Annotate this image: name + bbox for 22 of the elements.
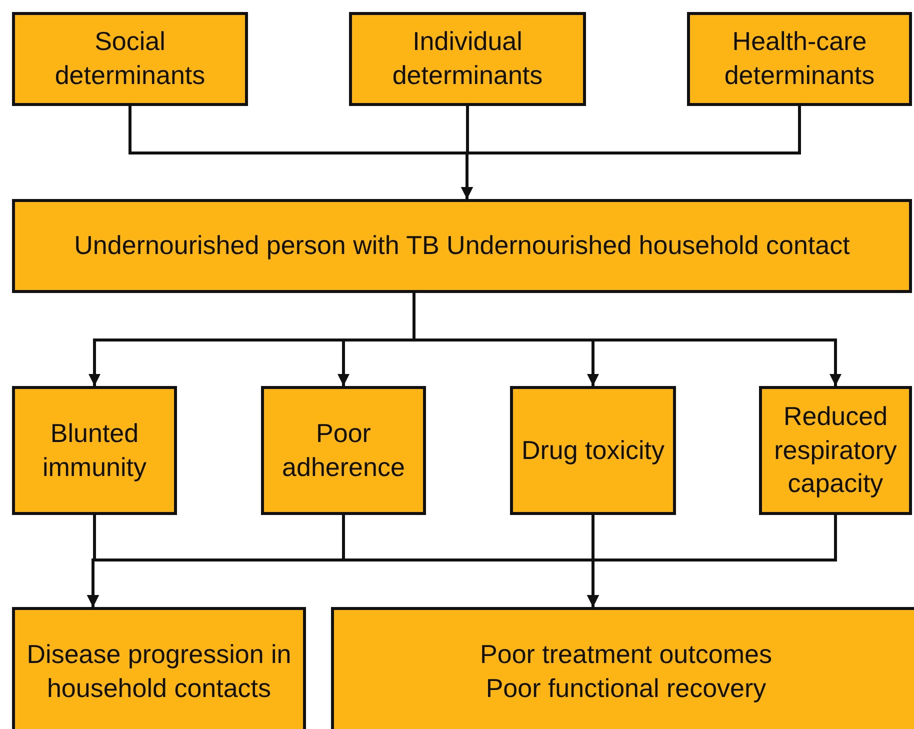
connector-arrow <box>461 106 801 199</box>
box-label: Individual determinants <box>391 25 544 92</box>
box-label: Poor functional recovery <box>486 672 766 705</box>
process-box <box>331 607 914 729</box>
process-box <box>261 386 426 515</box>
process-box <box>12 607 306 729</box>
box-label: Undernourished person with TB Undernourished household contact <box>74 229 850 262</box>
box-label: Poor adherence <box>281 416 406 484</box>
box-label: Social determinants <box>54 25 206 92</box>
process-box <box>759 386 912 515</box>
process-box <box>12 386 177 515</box>
process-box <box>687 12 912 106</box>
box-label: Blunted immunity <box>41 416 148 484</box>
box-label: Disease progression in household contacts <box>26 638 292 705</box>
box-label: Reduced respiratory capacity <box>773 400 898 500</box>
box-label: Drug toxicity <box>521 434 665 467</box>
box-label: Health-care determinants <box>723 25 876 92</box>
box-label: Poor treatment outcomes <box>480 638 772 672</box>
process-box <box>349 12 586 106</box>
process-box <box>12 12 248 106</box>
process-box <box>510 386 676 515</box>
process-box <box>12 199 912 293</box>
